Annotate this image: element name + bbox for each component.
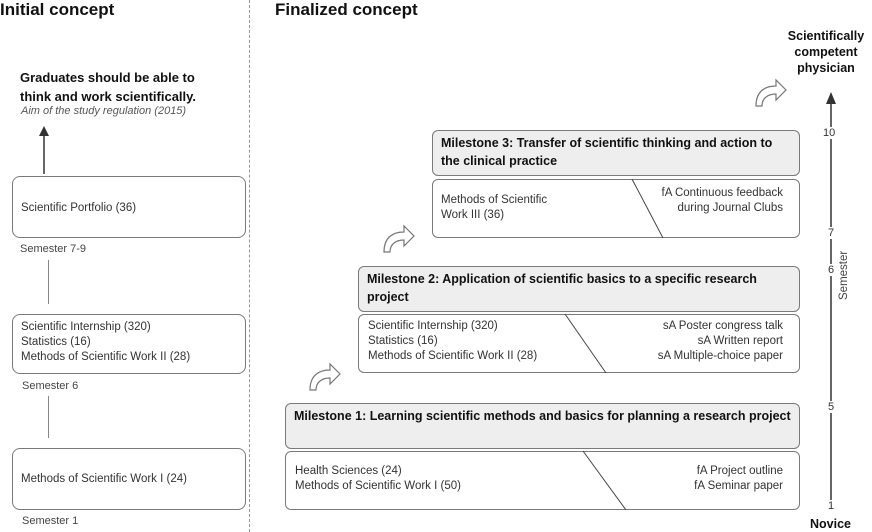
milestone-2-body: Scientific Internship (320) Statistics (… bbox=[358, 314, 800, 373]
initial-box-semester6-line: Statistics (16) bbox=[21, 336, 91, 348]
semester-axis bbox=[826, 92, 836, 502]
milestone-2-assessment: sA Poster congress talk bbox=[662, 320, 783, 332]
initial-box-portfolio: Scientific Portfolio (36) bbox=[12, 176, 246, 238]
milestone-1-assessment: fA Seminar paper bbox=[694, 480, 783, 492]
milestone-1-title: Milestone 1: Learning scientific methods… bbox=[285, 403, 800, 449]
goal-line-2: think and work scientifically. bbox=[20, 89, 197, 104]
milestone-1-body: Health Sciences (24) Methods of Scientif… bbox=[285, 451, 800, 510]
connector-2 bbox=[48, 396, 49, 438]
milestone-2-assessment: sA Multiple-choice paper bbox=[657, 350, 783, 362]
concept-divider bbox=[249, 0, 250, 532]
milestone-1-course: Methods of Scientific Work I (50) bbox=[295, 480, 461, 492]
axis-tick-1: 1 bbox=[827, 500, 836, 512]
milestone-2-courses: Scientific Internship (320) Statistics (… bbox=[368, 319, 537, 364]
milestone-3-title: Milestone 3: Transfer of scientific thin… bbox=[432, 130, 800, 176]
milestone-3-assessments: fA Continuous feedback during Journal Cl… bbox=[662, 186, 783, 216]
axis-tick-6: 6 bbox=[827, 264, 836, 276]
finalized-concept-header: Finalized concept bbox=[275, 0, 418, 19]
milestone-2-course: Scientific Internship (320) bbox=[368, 320, 498, 332]
milestone-2-course: Statistics (16) bbox=[368, 335, 438, 347]
axis-top-line: physician bbox=[797, 61, 855, 75]
goal-statement: Graduates should be able to think and wo… bbox=[20, 68, 196, 106]
initial-box-semester1: Methods of Scientific Work I (24) bbox=[12, 448, 246, 510]
milestone-1-assessment: fA Project outline bbox=[696, 465, 783, 477]
progress-arrow-2-icon bbox=[383, 224, 415, 253]
milestone-3-assessment: fA Continuous feedback bbox=[661, 187, 783, 199]
milestone-2-title: Milestone 2: Application of scientific b… bbox=[358, 266, 800, 312]
initial-box-semester6-text: Scientific Internship (320) Statistics (… bbox=[21, 320, 190, 365]
milestone-1-assessments: fA Project outline fA Seminar paper bbox=[694, 464, 783, 494]
initial-box-semester6-line: Scientific Internship (320) bbox=[21, 321, 151, 333]
progress-arrow-3-icon bbox=[755, 78, 787, 107]
milestone-3-course: Methods of Scientific bbox=[441, 194, 548, 206]
progress-arrow-1-icon bbox=[309, 362, 341, 391]
axis-tick-7: 7 bbox=[827, 227, 836, 239]
initial-box-semester6-line: Methods of Scientific Work II (28) bbox=[21, 351, 191, 363]
axis-bottom-label: Novice bbox=[810, 517, 851, 531]
milestone-1-courses: Health Sciences (24) Methods of Scientif… bbox=[295, 464, 461, 494]
axis-tick-10: 10 bbox=[822, 127, 837, 139]
initial-box-portfolio-text: Scientific Portfolio (36) bbox=[21, 202, 137, 214]
semester-axis-title: Semester bbox=[838, 250, 850, 300]
milestone-2-assessments: sA Poster congress talk sA Written repor… bbox=[658, 319, 783, 364]
initial-box-semester6: Scientific Internship (320) Statistics (… bbox=[12, 314, 246, 374]
milestone-3-course: Work III (36) bbox=[441, 209, 505, 221]
milestone-3-body: Methods of Scientific Work III (36) fA C… bbox=[432, 179, 800, 238]
axis-top-line: competent bbox=[794, 45, 858, 59]
axis-top-label: Scientifically competent physician bbox=[780, 28, 872, 76]
semester-6-label: Semester 6 bbox=[22, 380, 79, 392]
initial-box-semester1-text: Methods of Scientific Work I (24) bbox=[21, 473, 187, 485]
semester-1-label: Semester 1 bbox=[22, 515, 79, 527]
axis-tick-5: 5 bbox=[827, 401, 836, 413]
goal-line-1: Graduates should be able to bbox=[20, 70, 195, 85]
milestone-2-course: Methods of Scientific Work II (28) bbox=[368, 350, 538, 362]
initial-concept-header: Initial concept bbox=[0, 0, 115, 19]
milestone-1-course: Health Sciences (24) bbox=[295, 465, 402, 477]
milestone-3-assessment: during Journal Clubs bbox=[677, 202, 783, 214]
connector-1 bbox=[48, 260, 49, 304]
milestone-3-divider bbox=[631, 178, 664, 239]
milestone-2-divider bbox=[564, 313, 607, 374]
axis-top-line: Scientifically bbox=[787, 29, 865, 43]
milestone-1-divider bbox=[582, 450, 627, 511]
initial-up-arrow bbox=[39, 126, 49, 174]
semester-7-9-label: Semester 7-9 bbox=[20, 243, 87, 255]
goal-source: Aim of the study regulation (2015) bbox=[21, 105, 187, 117]
milestone-2-assessment: sA Written report bbox=[697, 335, 783, 347]
milestone-3-courses: Methods of Scientific Work III (36) bbox=[441, 193, 547, 223]
